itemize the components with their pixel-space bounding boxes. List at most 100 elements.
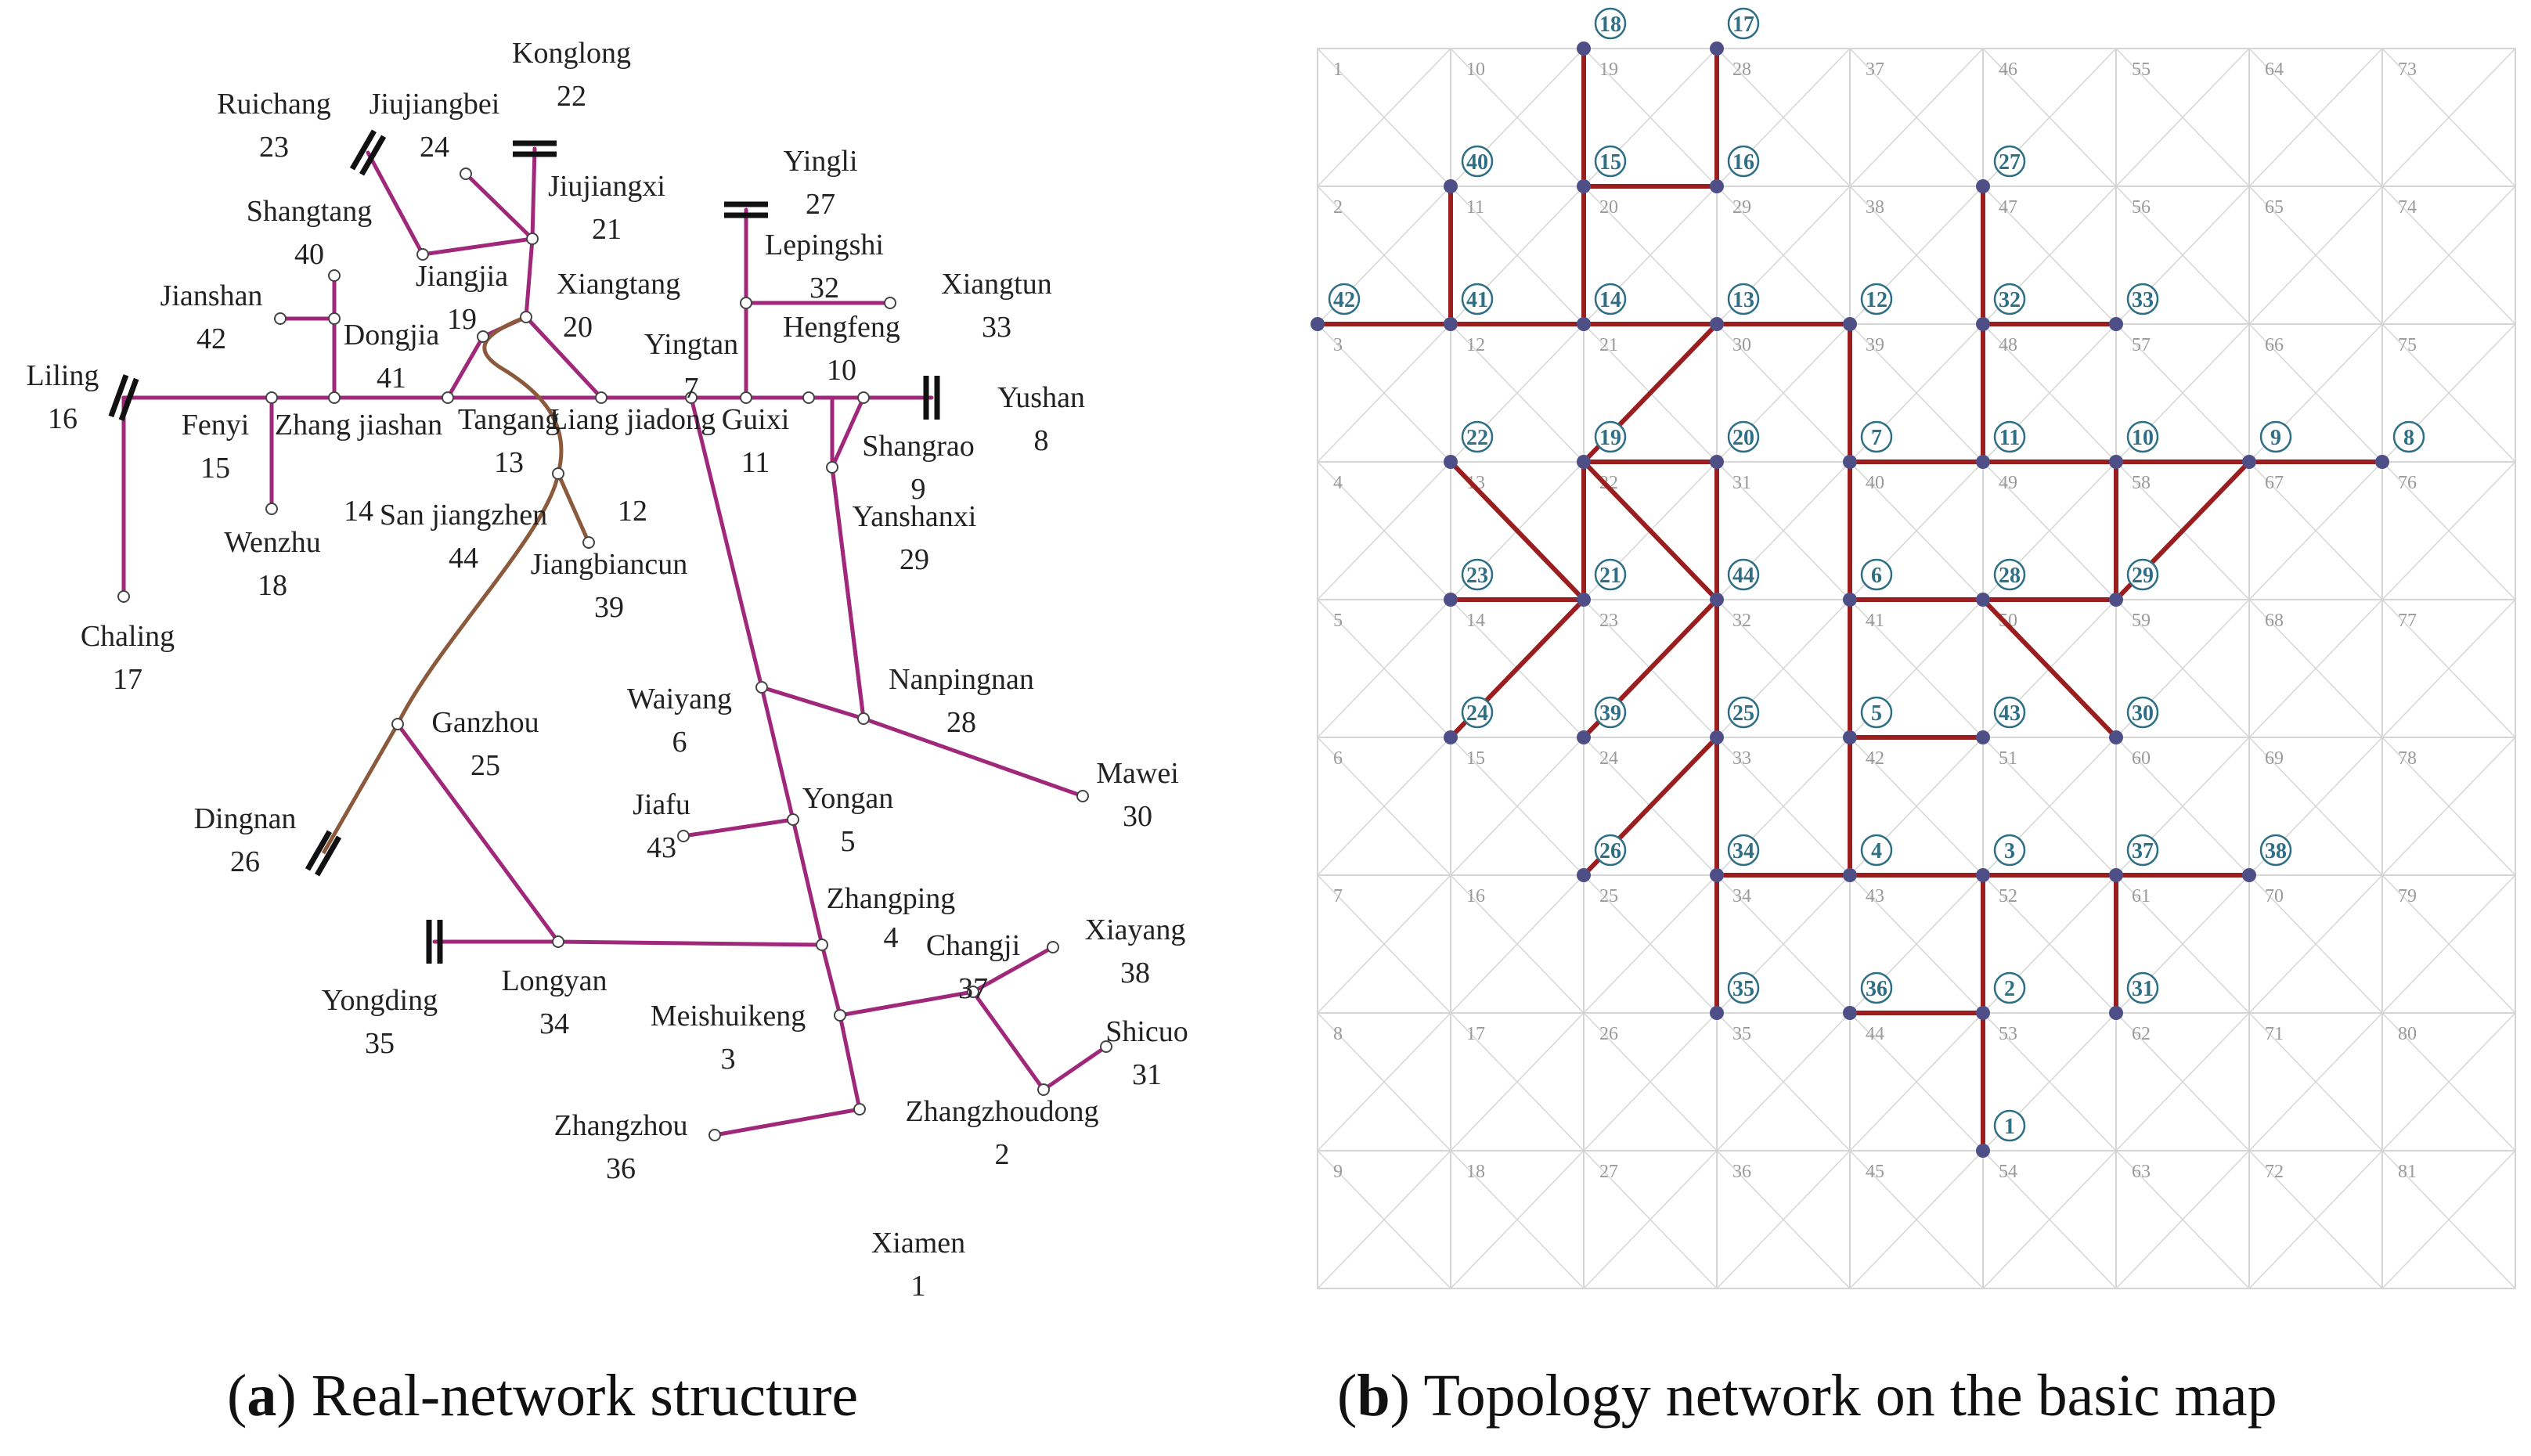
rail-edge — [556, 939, 824, 947]
topology-node — [1710, 317, 1724, 331]
station-name: Liang jiadong — [550, 403, 716, 436]
station-number: 21 — [592, 213, 622, 246]
station-dot — [1100, 1040, 1112, 1053]
topology-panel: 1234567891011121314151617181920212223242… — [1311, 7, 2516, 1289]
topology-node — [1710, 730, 1724, 744]
topology-node-number: 7 — [1871, 426, 1882, 450]
topology-node-number: 36 — [1866, 977, 1887, 1001]
topology-node-badge: 3 — [1993, 834, 2026, 867]
rail-edge — [861, 716, 1085, 798]
station-name: Jiangjia — [416, 260, 508, 293]
topology-node-badge: 1 — [1993, 1109, 2026, 1142]
topology-node — [2242, 868, 2256, 882]
station-dot — [755, 681, 768, 694]
station-number: 11 — [741, 446, 770, 479]
rail-edge — [759, 685, 795, 822]
station-number: 27 — [806, 188, 835, 221]
topology-node — [2242, 455, 2256, 469]
station-number: 37 — [958, 972, 988, 1005]
station-number: 25 — [471, 749, 500, 782]
topology-node — [1843, 868, 1857, 882]
station-name: Xiangtun — [941, 268, 1051, 301]
station-number: 32 — [809, 272, 839, 305]
station-name: Zhangzhou — [554, 1109, 688, 1142]
station-dot — [460, 168, 472, 180]
station-name: Jiujiangbei — [370, 88, 500, 121]
station-name: Jiangbiancun — [531, 548, 688, 581]
brown-rail-spur — [556, 472, 591, 544]
topology-edge — [1981, 597, 2118, 740]
topology-node — [1976, 1006, 1990, 1020]
grid-cell — [2381, 1150, 2516, 1289]
topology-node-number: 18 — [1599, 13, 1621, 37]
station-number: 18 — [258, 569, 287, 602]
grid-cell-number: 33 — [1732, 748, 1751, 769]
topology-node-number: 12 — [1866, 288, 1887, 312]
station-name: Mawei — [1096, 757, 1179, 790]
grid-cell-number: 11 — [1466, 197, 1484, 218]
grid-cell-number: 21 — [1599, 335, 1618, 355]
topology-node — [2109, 593, 2123, 607]
topology-node-badge: 8 — [2392, 420, 2425, 453]
topology-node-badge: 39 — [1594, 696, 1627, 729]
topology-nodes — [1311, 41, 2389, 1158]
real-network-panel: Xiamen1Zhangzhoudong2Meishuikeng3Zhangpi… — [27, 37, 1188, 1303]
station-number: 41 — [377, 362, 406, 395]
grid-cell-number: 36 — [1732, 1162, 1751, 1182]
grid-cell-number: 61 — [2132, 886, 2151, 906]
grid-cell-number: 78 — [2398, 748, 2417, 769]
grid-cell-number: 65 — [2265, 197, 2284, 218]
station-name: Lepingshi — [765, 229, 884, 261]
station-number: 33 — [982, 311, 1011, 344]
station-number: 12 — [618, 495, 647, 528]
grid-cell-number: 1 — [1333, 59, 1343, 80]
topology-node-badge: 6 — [1860, 558, 1893, 591]
topology-node-number: 25 — [1732, 701, 1754, 726]
topology-node-badge: 38 — [2259, 834, 2292, 867]
station-number: 8 — [1034, 424, 1049, 457]
grid-cell-number: 3 — [1333, 335, 1343, 355]
station-name: Shicuo — [1105, 1015, 1188, 1048]
topology-node-number: 30 — [2132, 701, 2154, 726]
topology-node — [1976, 455, 1990, 469]
caption-a-letter: a — [247, 1363, 276, 1429]
station-number: 9 — [911, 473, 926, 506]
topology-node-number: 1 — [2004, 1115, 2015, 1139]
station-dot — [416, 248, 429, 261]
topology-node-number: 8 — [2403, 426, 2414, 450]
rail-edge — [366, 150, 425, 257]
topology-node — [1577, 179, 1591, 193]
topology-node — [1976, 1144, 1990, 1158]
station-dot — [826, 461, 838, 474]
station-dot — [595, 391, 608, 404]
topology-node — [1444, 593, 1458, 607]
rail-edge — [395, 722, 561, 944]
topology-node-number: 19 — [1599, 426, 1621, 450]
station-number: 43 — [647, 831, 676, 864]
station-name: Waiyang — [627, 683, 732, 715]
grid-cell — [1849, 1150, 1984, 1289]
grid-cell-number: 26 — [1599, 1024, 1618, 1044]
station-name: Xiangtang — [557, 268, 680, 301]
topology-node-number: 4 — [1871, 839, 1882, 863]
topology-node-number: 33 — [2132, 288, 2154, 312]
station-name: Jianshan — [160, 279, 263, 312]
topology-node-badge: 25 — [1727, 696, 1760, 729]
station-dot — [708, 1129, 721, 1141]
station-name: Zhangping — [827, 882, 956, 915]
topology-node — [1976, 593, 1990, 607]
station-number: 15 — [200, 452, 230, 485]
rail-edge — [524, 315, 604, 400]
station-name: Fenyi — [182, 409, 250, 441]
grid-cell-number: 80 — [2398, 1024, 2417, 1044]
station-name: Dingnan — [194, 802, 297, 835]
station-dot — [685, 391, 698, 404]
station-number: 4 — [884, 921, 899, 954]
station-name: Ganzhou — [431, 706, 539, 739]
station-number: 34 — [539, 1007, 569, 1040]
rail-edge — [971, 989, 1046, 1092]
station-number: 13 — [494, 446, 524, 479]
topology-node — [1976, 868, 1990, 882]
topology-node-number: 38 — [2265, 839, 2287, 863]
topology-node-badge: 17 — [1727, 7, 1760, 40]
